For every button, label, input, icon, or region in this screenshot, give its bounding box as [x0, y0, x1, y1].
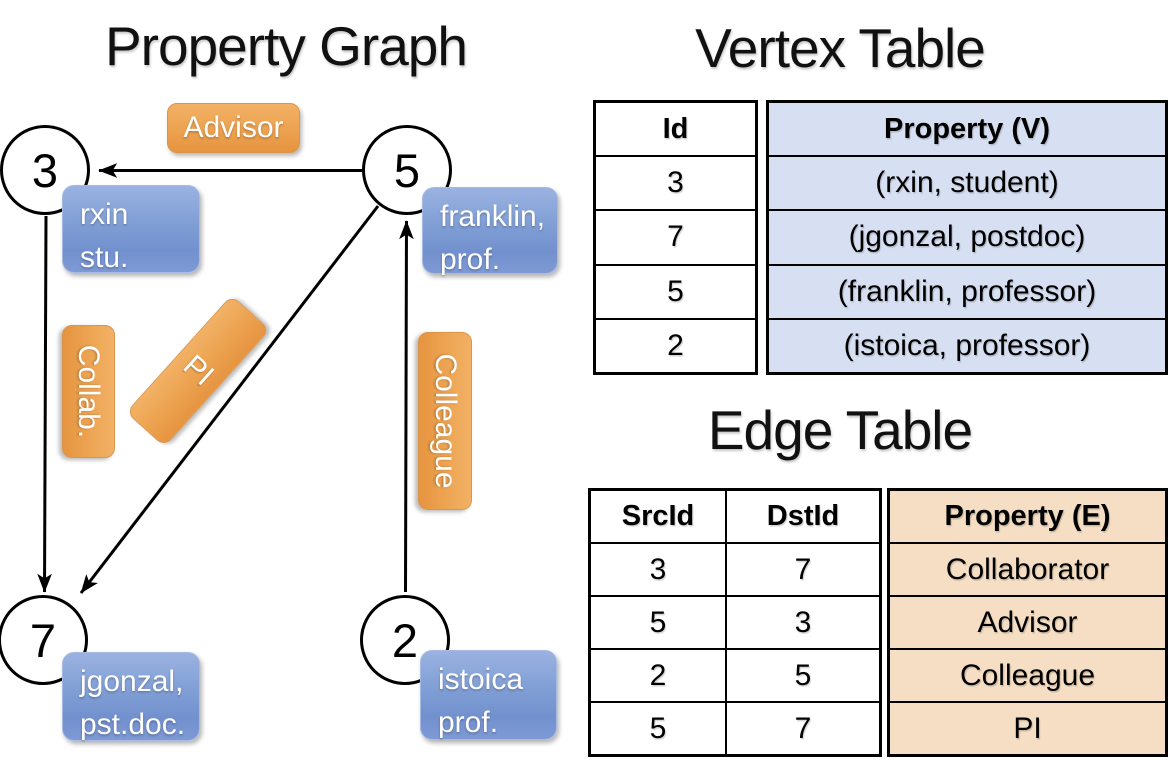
- prop-line: prof.: [438, 706, 499, 739]
- vertex-id-cell: 5: [596, 263, 755, 318]
- node-3-id: 3: [31, 143, 59, 197]
- node-prop-box-jgonzal: jgonzal, pst.doc.: [62, 652, 200, 741]
- edge-dst-cell: 3: [794, 605, 812, 639]
- graph-node-5: 5: [362, 125, 452, 215]
- edge-label-colleague: Colleague: [418, 332, 472, 510]
- vertex-prop-header: Property (V): [884, 112, 1050, 145]
- edge-label-collab: Collab.: [62, 325, 115, 458]
- node-7-id: 7: [29, 613, 57, 667]
- vertex-prop-cell: (franklin, professor): [769, 263, 1165, 318]
- edge-src-cell: 3: [591, 544, 727, 595]
- prop-line: jgonzal,: [80, 665, 184, 698]
- prop-line: franklin,: [440, 200, 546, 233]
- edge-src-dst-columns: SrcId DstId 3 7 5 3 2 5 5 7: [588, 488, 882, 757]
- edge-colleague-2-to-5: [399, 220, 414, 593]
- prop-line: prof.: [440, 243, 501, 276]
- pi-label-text: PI: [176, 348, 220, 393]
- edge-src-cell: 2: [591, 650, 727, 701]
- vertex-prop-cell: (rxin, student): [769, 155, 1165, 209]
- edge-property-column: Property (E) Collaborator Advisor Collea…: [887, 488, 1168, 757]
- node-prop-box-rxin: rxin stu.: [62, 185, 200, 274]
- node-prop-box-franklin: franklin, prof.: [422, 187, 558, 276]
- edge-prop-cell: Collaborator: [890, 542, 1165, 595]
- prop-line: pst.doc.: [80, 708, 186, 741]
- edge-dst-cell: 5: [794, 658, 812, 692]
- edge-prop-header: Property (E): [944, 500, 1111, 532]
- collab-label-text: Collab.: [72, 344, 106, 439]
- prop-line: rxin: [80, 198, 129, 231]
- vertex-id-column: Id 3 7 5 2: [593, 100, 758, 375]
- edge-collab-3-to-7: [37, 215, 52, 593]
- edge-prop-cell: PI: [890, 701, 1165, 754]
- node-5-id: 5: [393, 143, 421, 197]
- prop-line: istoica: [438, 663, 524, 696]
- node-prop-box-istoica: istoica prof.: [420, 650, 557, 740]
- vertex-prop-cell: (istoica, professor): [769, 317, 1165, 372]
- node-2-id: 2: [391, 613, 419, 667]
- edge-label-advisor: Advisor: [167, 103, 300, 153]
- vertex-property-column: Property (V) (rxin, student) (jgonzal, p…: [766, 100, 1168, 375]
- colleague-label-text: Colleague: [429, 353, 462, 489]
- edge-prop-cell: Advisor: [890, 595, 1165, 648]
- edge-src-header: SrcId: [591, 491, 727, 542]
- vertex-prop-cell: (jgonzal, postdoc): [769, 209, 1165, 263]
- edge-dst-header: DstId: [766, 500, 840, 532]
- vertex-id-cell: 7: [596, 209, 755, 263]
- edge-pi-5-to-7: [79, 205, 380, 594]
- edge-src-cell: 5: [591, 703, 727, 754]
- prop-line: stu.: [80, 241, 129, 274]
- graph-edges: [37, 163, 414, 594]
- property-graph-title: Property Graph: [104, 15, 468, 77]
- advisor-label-text: Advisor: [183, 111, 284, 144]
- edge-dst-cell: 7: [794, 711, 812, 745]
- edge-prop-cell: Colleague: [890, 648, 1165, 701]
- graph-node-2: 2: [360, 595, 450, 685]
- vertex-id-cell: 2: [596, 317, 755, 372]
- edge-table-title: Edge Table: [707, 399, 973, 461]
- vertex-id-header: Id: [662, 112, 689, 145]
- edge-src-cell: 5: [591, 597, 727, 648]
- edge-dst-cell: 7: [794, 552, 812, 586]
- vertex-id-cell: 3: [596, 155, 755, 209]
- vertex-table-title: Vertex Table: [695, 17, 986, 79]
